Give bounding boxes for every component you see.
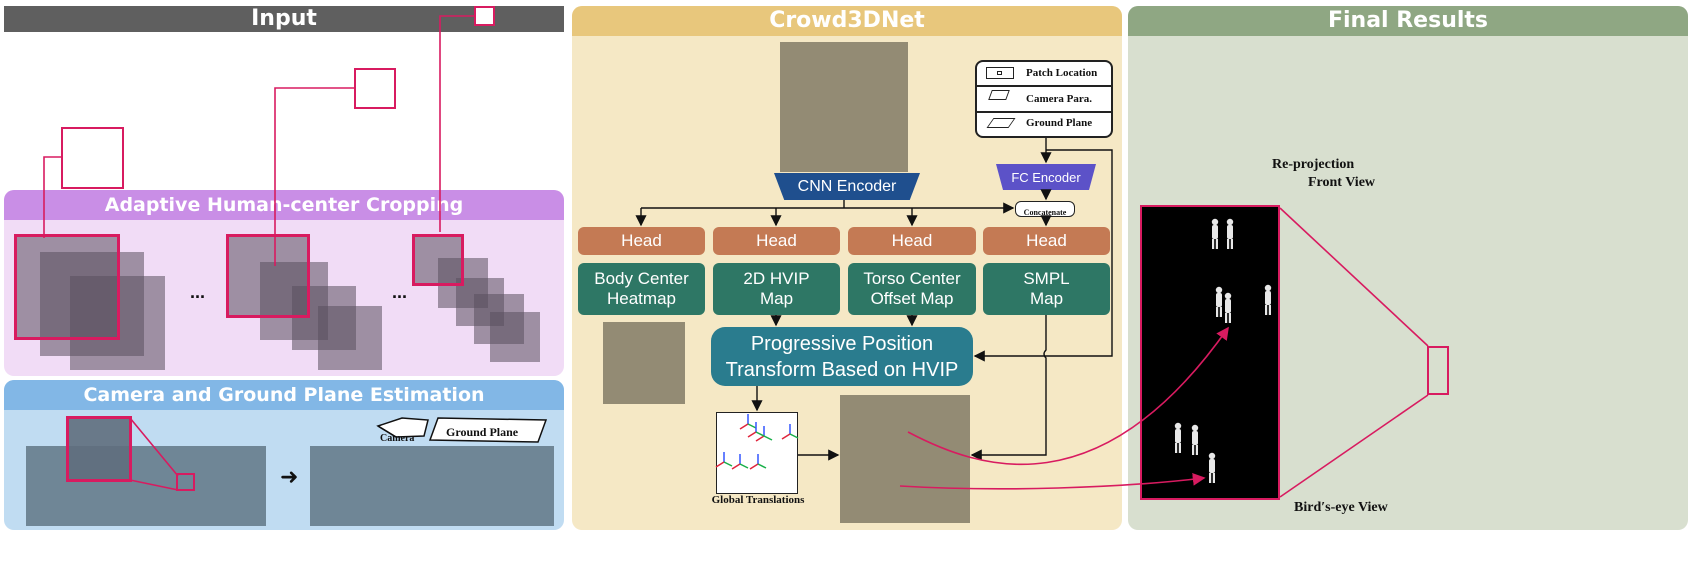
legend-divider: [975, 85, 1113, 87]
legend-divider: [975, 111, 1113, 113]
scene-image-right: [310, 446, 554, 526]
map-line: Heatmap: [607, 289, 676, 308]
ground-plane-icon: [428, 417, 548, 443]
output-patch-image: [840, 395, 970, 523]
scene-zoom-region: [66, 416, 132, 482]
network-connectors: [635, 138, 1113, 461]
crowd3dnet-header: Crowd3DNet: [572, 6, 1122, 36]
front-view-label: Front View: [1308, 175, 1376, 190]
result-arrows: [899, 207, 1429, 498]
crop-patch: [14, 234, 120, 340]
heatmap-image: [603, 322, 685, 404]
legend-box: [975, 60, 1113, 138]
crop-highlight: [226, 234, 310, 318]
map-line: Offset Map: [870, 289, 954, 308]
fc-encoder-label: FC Encoder: [1011, 169, 1081, 185]
crop-highlight: [14, 234, 120, 340]
front-view-patch: [1427, 346, 1449, 395]
right-arrow-icon: ➜: [280, 464, 299, 489]
map-line: Torso Center: [863, 269, 961, 288]
camera-icon: [376, 417, 429, 438]
human-figures: [1174, 218, 1272, 483]
ppt-line: Transform Based on HVIP: [725, 358, 959, 381]
input-title: Input: [251, 6, 317, 31]
concatenate-box: Concatenate: [1015, 201, 1075, 217]
input-header: Input: [4, 6, 564, 32]
scene-zoom-target: [176, 473, 195, 491]
camera-label: Camera: [380, 433, 414, 444]
translation-axes-icon: [715, 414, 799, 470]
map-line: Body Center: [594, 269, 689, 288]
map-line: SMPL: [1023, 269, 1070, 288]
ppt-line: Progressive Position: [750, 332, 934, 355]
patch-location-dot: [997, 71, 1002, 75]
birds-eye-label: Bird′s-eye View: [1294, 500, 1388, 515]
crop-leader-lines: [43, 15, 474, 491]
camera-title: Camera and Ground Plane Estimation: [83, 384, 485, 406]
results-title: Final Results: [1327, 8, 1489, 33]
cropping-header: Adaptive Human-center Cropping: [4, 190, 564, 220]
global-translations-box: [716, 412, 798, 494]
concatenate-label: Concatenate: [1023, 208, 1067, 217]
cnn-encoder: CNN Encoder: [774, 173, 920, 200]
camera-header: Camera and Ground Plane Estimation: [4, 380, 564, 410]
legend-patch-location: Patch Location: [1026, 67, 1098, 79]
head-3: Head: [848, 227, 976, 255]
patch-location-icon: [986, 67, 1014, 79]
crowd3dnet-title: Crowd3DNet: [769, 8, 925, 33]
ellipsis-2: ...: [392, 282, 408, 302]
crop-preview-2: [354, 68, 396, 109]
ellipsis-1: ...: [190, 282, 206, 302]
head-2: Head: [713, 227, 840, 255]
cropping-title: Adaptive Human-center Cropping: [104, 194, 464, 216]
crop-patch: [412, 234, 464, 286]
crop-preview-1: [61, 127, 124, 189]
map-line: 2D HVIP: [743, 269, 810, 288]
crop-highlight: [412, 234, 464, 286]
results-header: Final Results: [1128, 6, 1688, 36]
crop-preview-3: [474, 6, 495, 26]
legend-camera-para: Camera Para.: [1026, 93, 1092, 105]
crop-patch: [226, 234, 310, 318]
birds-eye-image: [1140, 205, 1280, 500]
map-line: Map: [1029, 289, 1064, 308]
fc-encoder: FC Encoder: [996, 164, 1096, 190]
global-translations-label: Global Translations: [711, 494, 805, 506]
head-1: Head: [578, 227, 705, 255]
ground-plane-label: Ground Plane: [446, 425, 519, 439]
cnn-encoder-label: CNN Encoder: [797, 177, 897, 195]
head-4: Head: [983, 227, 1110, 255]
input-patch-image: [780, 42, 908, 172]
legend-ground-plane: Ground Plane: [1026, 117, 1093, 129]
reprojection-label: Re-projection: [1272, 157, 1355, 172]
map-line: Map: [759, 289, 794, 308]
